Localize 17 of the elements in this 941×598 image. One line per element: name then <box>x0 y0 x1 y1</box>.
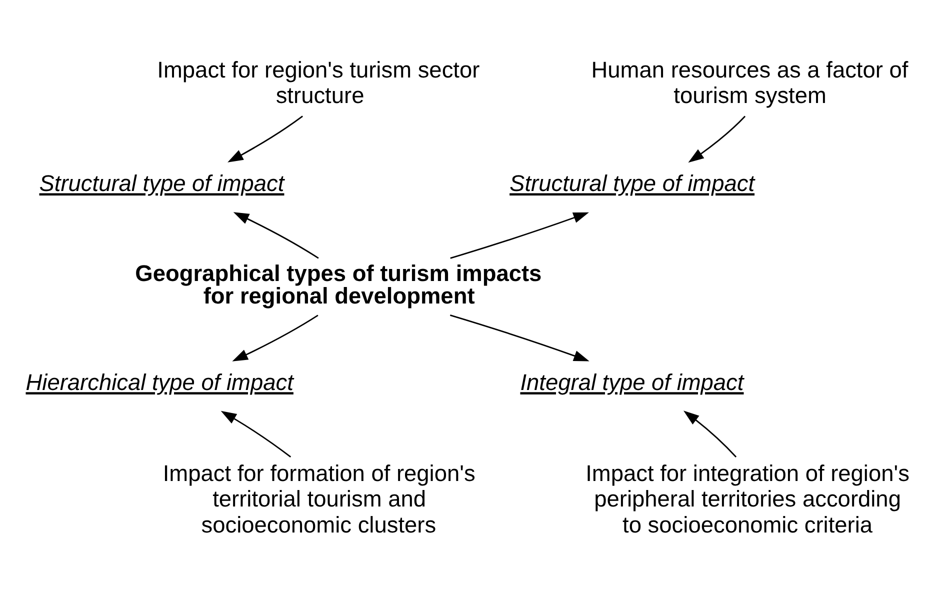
node-text: Integral type of impact <box>520 368 744 395</box>
arrow <box>683 410 737 457</box>
node-text: Impact for formation of region's territorial tourism and socioeconomic clusters <box>162 460 476 537</box>
arrow <box>450 314 590 361</box>
arrow <box>232 314 318 361</box>
arrow <box>228 115 303 162</box>
node-text: Structural type of impact <box>39 170 284 196</box>
arrow <box>688 115 746 162</box>
node-text: Impact for region's turism sector structure <box>157 56 480 108</box>
node-text: Structural type of impact <box>510 170 755 196</box>
node-text: Impact for integration of region's peripheral territories according to socioeconomic criteria <box>586 460 910 537</box>
arrow <box>233 212 319 258</box>
node-text: Hierarchical type of impact <box>26 368 294 395</box>
node-text: Geographical types of turism impacts for regional development <box>135 259 542 308</box>
arrow <box>450 212 589 258</box>
node-text: Human resources as a factor of tourism system <box>591 56 908 108</box>
arrow <box>220 410 292 458</box>
